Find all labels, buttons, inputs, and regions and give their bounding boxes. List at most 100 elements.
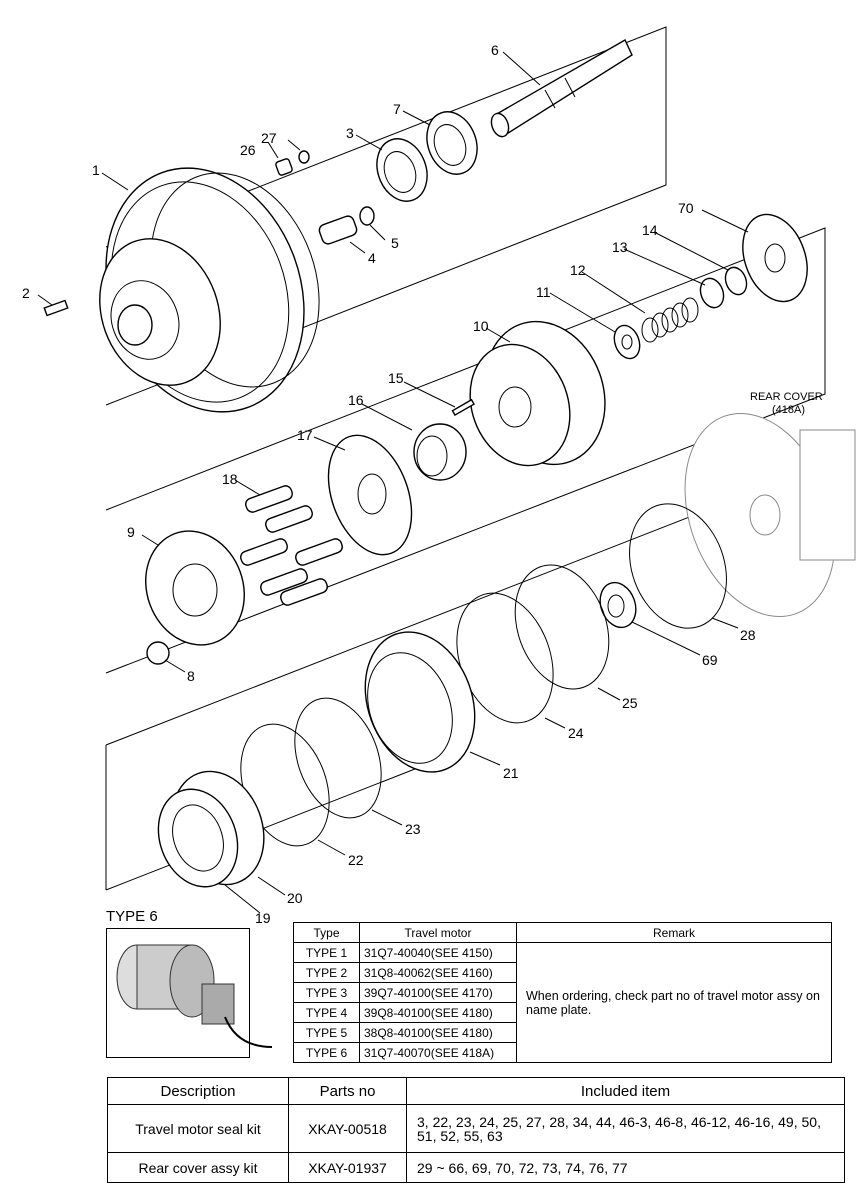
- part-cylinder-block-10: [469, 320, 606, 467]
- part-bolt-2: [43, 299, 69, 317]
- callout-7: 7: [393, 101, 401, 117]
- part-ring-14: [724, 266, 748, 296]
- callout-8: 8: [187, 668, 195, 684]
- part-shaft-6: [490, 39, 633, 138]
- part-ball-8: [146, 641, 170, 665]
- type-cell: TYPE 3: [293, 982, 360, 1003]
- table-row: TYPE 4 39Q8-40100(SEE 4180): [293, 1002, 832, 1023]
- rear-cover-code: (418A): [772, 404, 805, 416]
- part-pin-26: [275, 158, 293, 176]
- type-cell: TYPE 1: [293, 942, 360, 963]
- callout-6: 6: [491, 42, 499, 58]
- leader-lines: [37, 51, 749, 914]
- callout-28: 28: [740, 627, 756, 643]
- callout-12: 12: [570, 262, 586, 278]
- part-bush-16: [413, 423, 467, 481]
- part-bearing-3: [376, 138, 428, 202]
- rear-cover-label: REAR COVER: [750, 391, 823, 403]
- motor-cell: 31Q8-40062(SEE 4160): [359, 962, 517, 983]
- callout-9: 9: [127, 524, 135, 540]
- col-remark: Remark: [516, 922, 832, 943]
- callout-69: 69: [702, 652, 718, 668]
- callout-70: 70: [678, 200, 694, 216]
- callout-1: 1: [92, 162, 100, 178]
- callout-23: 23: [405, 821, 421, 837]
- travel-motor-illustration: [116, 944, 273, 1048]
- part-sleeve-4: [318, 215, 358, 245]
- callout-2: 2: [22, 285, 30, 301]
- part-ring-13: [699, 277, 725, 309]
- motor-cell: 31Q7-40070(SEE 418A): [359, 1042, 517, 1063]
- callout-labels: 1 2 3 4 5 6 7 8 9 10 11 12 13 14 15 16 1…: [22, 42, 823, 926]
- part-pin-15: [451, 398, 475, 417]
- part-bearing-7: [426, 111, 478, 175]
- part-hub-1: [99, 167, 320, 413]
- part-oring-28: [629, 503, 727, 629]
- type6-image: [106, 928, 273, 1058]
- table-row: TYPE 5 38Q8-40100(SEE 4180): [293, 1022, 832, 1043]
- part-oring-23: [294, 697, 382, 819]
- part-bearing-69: [599, 581, 637, 629]
- table-row: Travel motor seal kit XKAY-00518 3, 22, …: [107, 1104, 845, 1153]
- type6-title: TYPE 6: [106, 908, 158, 925]
- motor-cell: 31Q7-40040(SEE 4150): [359, 942, 517, 963]
- col-type: Type: [293, 922, 360, 943]
- callout-18: 18: [222, 471, 238, 487]
- col-travel-motor: Travel motor: [359, 922, 517, 943]
- motor-cell: 39Q7-40100(SEE 4170): [359, 982, 517, 1003]
- callout-5: 5: [391, 235, 399, 251]
- type-cell: TYPE 2: [293, 962, 360, 983]
- callout-17: 17: [297, 427, 313, 443]
- travel-motor-type-table: Type Travel motor Remark TYPE 1 31Q7-400…: [293, 922, 832, 1063]
- parts-no-cell: XKAY-01937: [288, 1152, 407, 1183]
- callout-4: 4: [368, 250, 376, 266]
- callout-21: 21: [503, 765, 519, 781]
- callout-25: 25: [622, 695, 638, 711]
- callout-22: 22: [348, 852, 364, 868]
- motor-cell: 39Q8-40100(SEE 4180): [359, 1002, 517, 1023]
- type-cell: TYPE 5: [293, 1022, 360, 1043]
- callout-13: 13: [612, 239, 628, 255]
- kit-table: Description Parts no Included item Trave…: [107, 1077, 845, 1183]
- callout-16: 16: [348, 392, 364, 408]
- rear-cover-418a: [684, 412, 856, 618]
- col-included-item: Included item: [406, 1077, 845, 1105]
- callout-27: 27: [261, 130, 277, 146]
- motor-cell: 38Q8-40100(SEE 4180): [359, 1022, 517, 1043]
- exploded-parts-diagram: 1 2 3 4 5 6 7 8 9 10 11 12 13 14 15 16 1…: [22, 26, 856, 926]
- table-row: TYPE 6 31Q7-40070(SEE 418A): [293, 1042, 832, 1063]
- part-seal-19: [157, 788, 239, 888]
- table-row: Rear cover assy kit XKAY-01937 29 ~ 66, …: [107, 1152, 845, 1183]
- col-parts-no: Parts no: [288, 1077, 407, 1105]
- part-spring-12: [641, 297, 699, 343]
- part-washer-11: [613, 324, 641, 360]
- remark-cell: When ordering, check part no of travel m…: [516, 942, 832, 1063]
- part-swash-plate-9: [145, 530, 245, 646]
- callout-26: 26: [240, 142, 256, 158]
- part-pistons-18: [240, 485, 343, 606]
- part-housing-21: [364, 631, 476, 773]
- callout-19: 19: [255, 910, 271, 926]
- part-valve-plate-70: [742, 213, 808, 303]
- part-retainer-17: [327, 434, 413, 556]
- type-cell: TYPE 4: [293, 1002, 360, 1023]
- part-ring-27: [298, 150, 310, 164]
- callout-3: 3: [346, 125, 354, 141]
- type-cell: TYPE 6: [293, 1042, 360, 1063]
- callout-10: 10: [473, 318, 489, 334]
- callout-24: 24: [568, 725, 584, 741]
- table-header-row: Description Parts no Included item: [107, 1077, 845, 1105]
- callout-15: 15: [388, 370, 404, 386]
- table-row: TYPE 3 39Q7-40100(SEE 4170): [293, 982, 832, 1003]
- part-ring-5: [359, 206, 375, 226]
- table-header-row: Type Travel motor Remark: [293, 922, 832, 943]
- table-row: TYPE 1 31Q7-40040(SEE 4150) When orderin…: [293, 942, 832, 1063]
- col-description: Description: [107, 1077, 289, 1105]
- callout-20: 20: [287, 890, 303, 906]
- table-row: TYPE 2 31Q8-40062(SEE 4160): [293, 962, 832, 983]
- included-cell: 3, 22, 23, 24, 25, 27, 28, 34, 44, 46-3,…: [406, 1104, 845, 1153]
- included-cell: 29 ~ 66, 69, 70, 72, 73, 74, 76, 77: [406, 1152, 845, 1183]
- callout-14: 14: [642, 222, 658, 238]
- part-oring-25: [514, 564, 610, 690]
- description-cell: Rear cover assy kit: [107, 1152, 289, 1183]
